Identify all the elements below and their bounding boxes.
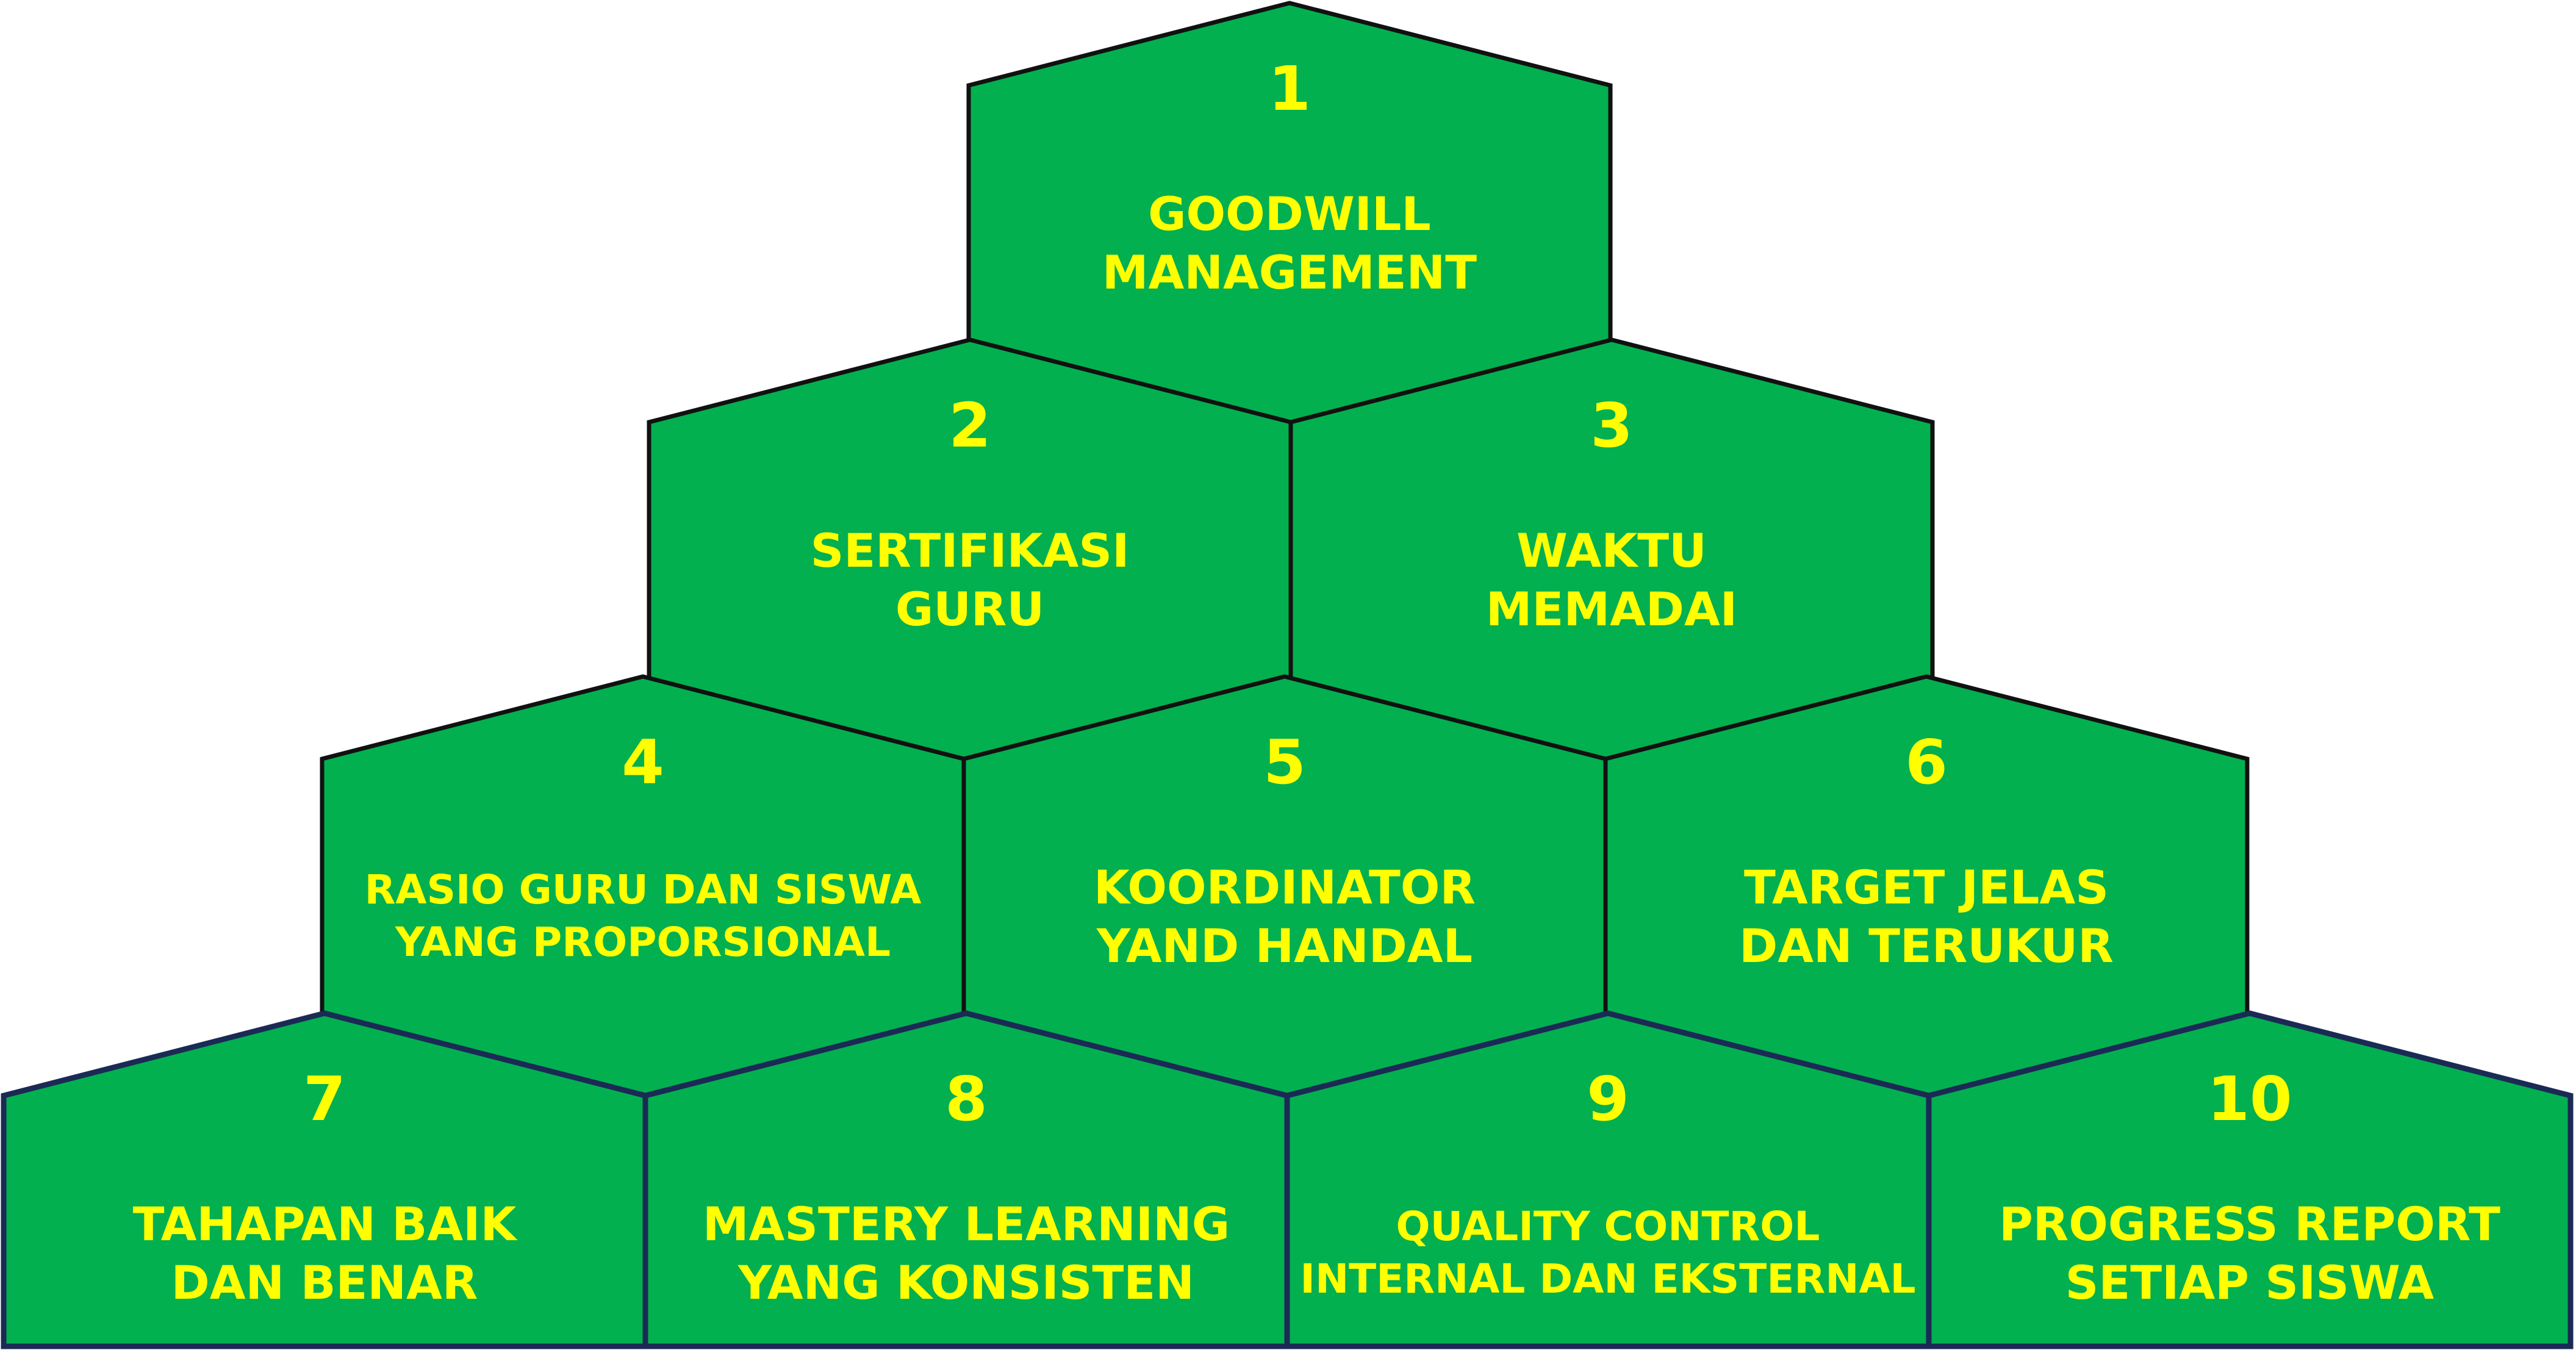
block-number: 1 (1268, 53, 1311, 124)
hexagon-shape (1, 1010, 648, 1349)
block-number: 9 (1587, 1063, 1629, 1135)
block-label-line: TARGET JELAS (1744, 860, 2109, 914)
block-label-line: YAND HANDAL (1096, 919, 1473, 973)
block-number: 2 (949, 390, 991, 461)
block-number: 4 (622, 727, 664, 798)
block-number: 5 (1263, 727, 1306, 798)
block-label-line: YANG KONSISTEN (737, 1255, 1194, 1310)
block-label-line: GOODWILL (1148, 187, 1431, 241)
block-label-line: KOORDINATOR (1094, 860, 1476, 914)
block-label-line: TAHAPAN BAIK (133, 1197, 518, 1251)
block-label-line: INTERNAL DAN EKSTERNAL (1300, 1255, 1915, 1302)
block-number: 7 (303, 1063, 346, 1135)
block-label-line: SETIAP SISWA (2065, 1255, 2434, 1310)
block-label-line: PROGRESS REPORT (1999, 1197, 2500, 1251)
block-label-line: YANG PROPORSIONAL (395, 919, 891, 966)
block-label-line: DAN BENAR (171, 1255, 478, 1310)
block-label-line: DAN TERUKUR (1739, 919, 2114, 973)
hexagon-shape (642, 1010, 1290, 1349)
hexagon-shape (1926, 1010, 2574, 1349)
hexagon-shape (1284, 1010, 1932, 1349)
block-label-line: MANAGEMENT (1102, 245, 1477, 300)
block-label-line: WAKTU (1516, 523, 1707, 578)
block-number: 8 (945, 1063, 988, 1135)
block-label-line: SERTIFIKASI (811, 523, 1130, 578)
block-number: 3 (1590, 390, 1633, 461)
block-label-line: GURU (895, 582, 1044, 636)
block-label-line: MASTERY LEARNING (703, 1197, 1230, 1251)
block-number: 10 (2207, 1063, 2292, 1135)
block-label-line: MEMADAI (1486, 582, 1737, 636)
block-label-line: QUALITY CONTROL (1396, 1203, 1820, 1250)
block-label-line: RASIO GURU DAN SISWA (365, 866, 922, 913)
block-number: 6 (1905, 727, 1948, 798)
